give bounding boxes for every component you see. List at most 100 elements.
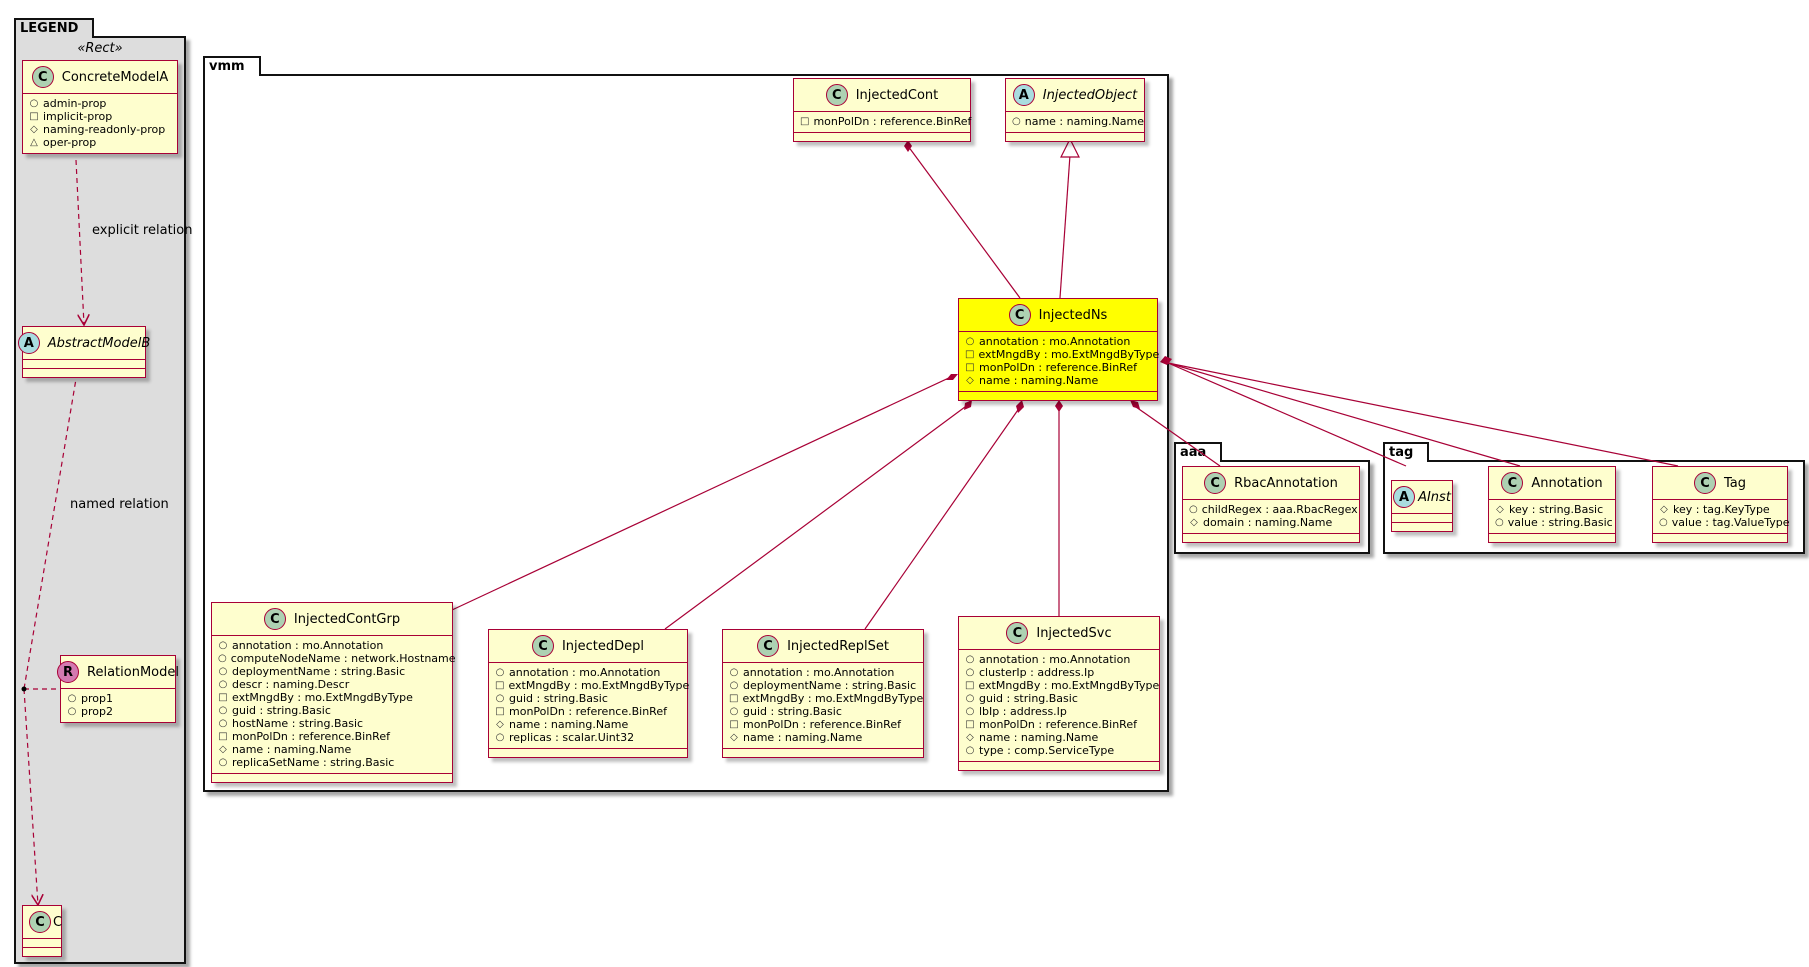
- attribute: □extMngdBy : mo.ExtMngdByType: [965, 679, 1160, 692]
- legend-package: LEGEND «Rect»: [14, 18, 186, 964]
- attribute: ○childRegex : aaa.RbacRegex: [1189, 503, 1358, 516]
- class-name: AInst: [1418, 489, 1451, 505]
- class-name: RelationModel: [87, 664, 179, 680]
- class-name: InjectedCont: [855, 87, 939, 103]
- class-name: InjectedNs: [1038, 307, 1108, 323]
- cont-diamond: [904, 140, 912, 152]
- object-ns-generalization: [1059, 154, 1071, 299]
- attribute: ○type : comp.ServiceType: [965, 744, 1115, 757]
- class-attributes: ○name : naming.Name: [1006, 112, 1144, 132]
- ns-diamond-3: [1016, 400, 1024, 413]
- cont-ns-composition: [907, 145, 1021, 299]
- class-name: AbstractModelB: [47, 335, 151, 351]
- class-icon: C: [1008, 304, 1031, 326]
- abstract-class-icon: A: [1393, 486, 1416, 508]
- ns-replset-composition: [864, 406, 1021, 630]
- ns-diamond-2: [964, 400, 972, 410]
- explicit-relation-line: [75, 159, 84, 325]
- class-icon: C: [31, 66, 54, 88]
- attribute: ○guid : string.Basic: [218, 704, 331, 717]
- attribute: ○replicaSetName : string.Basic: [218, 756, 395, 769]
- attribute: ○prop1: [67, 692, 113, 705]
- class-attributes: ◇key : tag.KeyType ○value : tag.ValueTyp…: [1653, 500, 1790, 533]
- class-attributes: ○annotation : mo.Annotation □extMngdBy :…: [959, 332, 1159, 391]
- attribute: ○deploymentName : string.Basic: [218, 665, 406, 678]
- class-attributes: ○childRegex : aaa.RbacRegex ◇domain : na…: [1183, 500, 1359, 533]
- class-attributes: ○annotation : mo.Annotation ○clusterIp :…: [959, 650, 1159, 761]
- class-name: InjectedReplSet: [787, 638, 889, 654]
- class-icon: C: [531, 635, 554, 657]
- class-name: InjectedContGrp: [293, 611, 401, 627]
- class-attributes: □monPolDn : reference.BinRef: [794, 112, 972, 132]
- attribute: ○name : naming.Name: [1012, 115, 1145, 128]
- attribute: ○prop2: [67, 705, 113, 718]
- attribute: ○annotation : mo.Annotation: [729, 666, 895, 679]
- named-relation-label: named relation: [70, 497, 169, 512]
- relation-junction: [21, 686, 27, 692]
- ns-rbac-composition: [1135, 406, 1221, 467]
- attribute: ◇key : string.Basic: [1496, 503, 1604, 516]
- class-icon: C: [263, 608, 286, 630]
- class-icon: C: [1006, 622, 1029, 644]
- attribute: ○computeNodeName : network.Hostname: [218, 652, 456, 665]
- attribute: □monPolDn : reference.BinRef: [495, 705, 667, 718]
- attribute: △oper-prop: [30, 136, 97, 149]
- ns-ainst-composition: [1167, 362, 1407, 467]
- class-name: Tag: [1723, 475, 1746, 491]
- attribute: □implicit-prop: [29, 110, 113, 123]
- attribute: ○replicas : scalar.Uint32: [495, 731, 635, 744]
- explicit-relation-label: explicit relation: [92, 223, 193, 238]
- concrete-model-class[interactable]: C ConcreteModelA ○admin-prop □implicit-pr…: [22, 60, 178, 154]
- ns-contgrp-composition: [451, 375, 954, 611]
- attribute: ◇naming-readonly-prop: [30, 123, 166, 136]
- abstract-model-class[interactable]: A AbstractModelB: [17, 326, 150, 378]
- ns-depl-composition: [664, 403, 970, 630]
- attribute: ◇domain : naming.Name: [1190, 516, 1333, 529]
- class-name: InjectedDepl: [561, 638, 645, 654]
- attribute: □extMngdBy : mo.ExtMngdByType: [729, 692, 924, 705]
- aaa-package-title: aaa: [1174, 442, 1223, 462]
- injected-svc-class[interactable]: C InjectedSvc ○annotation : mo.Annotation…: [958, 616, 1160, 771]
- ns-diamond-5: [1130, 400, 1140, 409]
- attribute: ◇name : naming.Name: [219, 743, 352, 756]
- attribute: ○deploymentName : string.Basic: [729, 679, 917, 692]
- ns-tag-composition: [1167, 362, 1679, 467]
- attribute: □monPolDn : reference.BinRef: [800, 115, 972, 128]
- attribute: ○annotation : mo.Annotation: [965, 335, 1131, 348]
- attribute: ○annotation : mo.Annotation: [218, 639, 384, 652]
- attribute: ○descr : naming.Descr: [218, 678, 350, 691]
- class-name: InjectedSvc: [1036, 625, 1112, 641]
- attribute: □extMngdBy : mo.ExtMngdByType: [495, 679, 690, 692]
- ns-annotation-composition: [1167, 362, 1521, 467]
- generalization-triangle: [1060, 137, 1080, 158]
- attribute: ○admin-prop: [29, 97, 107, 110]
- injected-ns-class[interactable]: C InjectedNs ○annotation : mo.Annotation …: [958, 298, 1159, 401]
- class-icon: C: [1693, 472, 1716, 494]
- ns-diamond-1: [946, 374, 958, 380]
- attribute: □extMngdBy : mo.ExtMngdByType: [218, 691, 413, 704]
- attribute: □monPolDn : reference.BinRef: [729, 718, 901, 731]
- attribute: ○value : string.Basic: [1495, 516, 1613, 529]
- class-name: ConcreteModelA: [61, 69, 169, 85]
- tag-class[interactable]: C Tag ◇key : tag.KeyType ○value : tag.Val…: [1652, 466, 1790, 543]
- injected-cont-grp-class[interactable]: C InjectedContGrp ○annotation : mo.Annota…: [211, 602, 456, 783]
- legend-stereotype: «Rect»: [77, 41, 123, 56]
- tag-package-title: tag: [1383, 442, 1430, 462]
- class-attributes: ○admin-prop □implicit-prop ◇naming-reado…: [23, 94, 177, 153]
- attribute: ◇name : naming.Name: [496, 718, 629, 731]
- attribute: ◇name : naming.Name: [966, 374, 1099, 387]
- attribute: ○guid : string.Basic: [729, 705, 842, 718]
- ns-diamond-4: [1055, 400, 1063, 412]
- class-attributes: ○annotation : mo.Annotation ○deploymentN…: [723, 663, 923, 748]
- attribute: ○lbIp : address.Ip: [965, 705, 1067, 718]
- abstract-class-icon: A: [17, 332, 40, 354]
